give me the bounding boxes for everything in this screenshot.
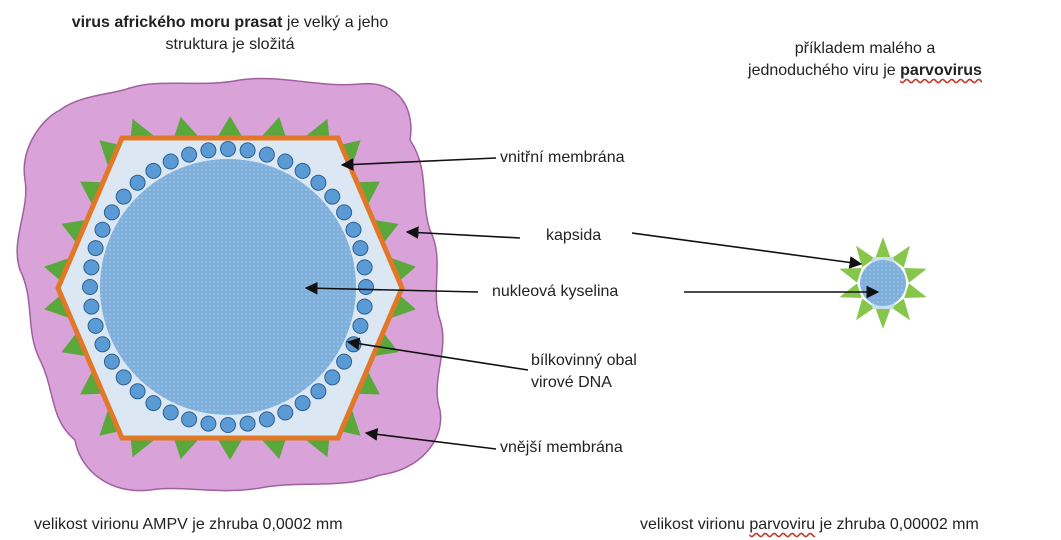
- spike: [875, 308, 890, 329]
- protein-coat-bead: [163, 405, 178, 420]
- protein-coat-bead: [240, 416, 255, 431]
- ampv-virion: [17, 78, 443, 490]
- protein-coat-bead: [359, 280, 374, 295]
- title-right-bold: parvovirus: [900, 62, 982, 79]
- protein-coat-bead: [357, 260, 372, 275]
- protein-coat-bead: [311, 175, 326, 190]
- footer-right-suffix: je zhruba 0,00002 mm: [815, 516, 979, 533]
- protein-coat-bead: [146, 163, 161, 178]
- protein-coat-bead: [353, 241, 368, 256]
- protein-coat-bead: [357, 299, 372, 314]
- title-left-line2: struktura je složitá: [166, 36, 295, 53]
- protein-coat-bead: [84, 260, 99, 275]
- protein-coat-bead: [130, 175, 145, 190]
- protein-coat-bead: [104, 354, 119, 369]
- protein-coat-bead: [278, 405, 293, 420]
- protein-coat-bead: [130, 384, 145, 399]
- footer-right-word: parvoviru: [749, 516, 815, 533]
- protein-coat-bead: [353, 318, 368, 333]
- label-capsid: kapsida: [546, 225, 601, 247]
- label-protein-coat: bílkovinný obal virové DNA: [531, 350, 637, 394]
- title-left-rest: je velký a jeho: [282, 14, 388, 31]
- protein-coat-bead: [88, 241, 103, 256]
- protein-coat-bead: [240, 143, 255, 158]
- protein-coat-bead: [83, 280, 98, 295]
- arrow-capsid-small: [632, 233, 861, 264]
- title-right-line2: jednoduchého viru je: [748, 62, 900, 79]
- spike: [904, 268, 927, 283]
- protein-coat-bead: [116, 370, 131, 385]
- title-left-bold: virus afrického moru prasat: [72, 14, 283, 31]
- parvovirus-nucleic-acid: [860, 260, 906, 306]
- parvovirus-virion: [839, 237, 926, 329]
- protein-coat-bead: [221, 142, 236, 157]
- protein-coat-bead: [259, 147, 274, 162]
- label-inner-membrane: vnitřní membrána: [500, 147, 625, 169]
- protein-coat-bead: [278, 154, 293, 169]
- protein-coat-bead: [146, 396, 161, 411]
- spike: [875, 237, 890, 258]
- label-protein-coat-line1: bílkovinný obal: [531, 352, 637, 369]
- protein-coat-bead: [311, 384, 326, 399]
- nucleic-acid: [100, 159, 356, 415]
- protein-coat-bead: [201, 143, 216, 158]
- protein-coat-bead: [95, 337, 110, 352]
- protein-coat-bead: [104, 205, 119, 220]
- label-protein-coat-line2: virové DNA: [531, 374, 612, 391]
- protein-coat-bead: [337, 354, 352, 369]
- protein-coat-bead: [325, 189, 340, 204]
- protein-coat-bead: [221, 418, 236, 433]
- protein-coat-bead: [346, 222, 361, 237]
- protein-coat-bead: [325, 370, 340, 385]
- spike: [839, 268, 862, 283]
- title-right: příkladem malého a jednoduchého viru je …: [680, 38, 1050, 82]
- protein-coat-bead: [95, 222, 110, 237]
- spike: [839, 283, 862, 298]
- title-left: virus afrického moru prasat je velký a j…: [40, 12, 420, 56]
- protein-coat-bead: [337, 205, 352, 220]
- protein-coat-bead: [88, 318, 103, 333]
- protein-coat-bead: [182, 412, 197, 427]
- protein-coat-bead: [295, 163, 310, 178]
- footer-left: velikost virionu AMPV je zhruba 0,0002 m…: [34, 514, 343, 536]
- protein-coat-bead: [295, 396, 310, 411]
- label-outer-membrane: vnější membrána: [500, 437, 623, 459]
- protein-coat-bead: [84, 299, 99, 314]
- footer-right-prefix: velikost virionu: [640, 516, 749, 533]
- spike: [904, 283, 927, 298]
- protein-coat-bead: [259, 412, 274, 427]
- label-nucleic-acid: nukleová kyselina: [492, 281, 618, 303]
- protein-coat-bead: [116, 189, 131, 204]
- footer-right: velikost virionu parvoviru je zhruba 0,0…: [640, 514, 979, 536]
- protein-coat-bead: [201, 416, 216, 431]
- title-right-line1: příkladem malého a: [795, 40, 936, 57]
- protein-coat-bead: [182, 147, 197, 162]
- protein-coat-bead: [163, 154, 178, 169]
